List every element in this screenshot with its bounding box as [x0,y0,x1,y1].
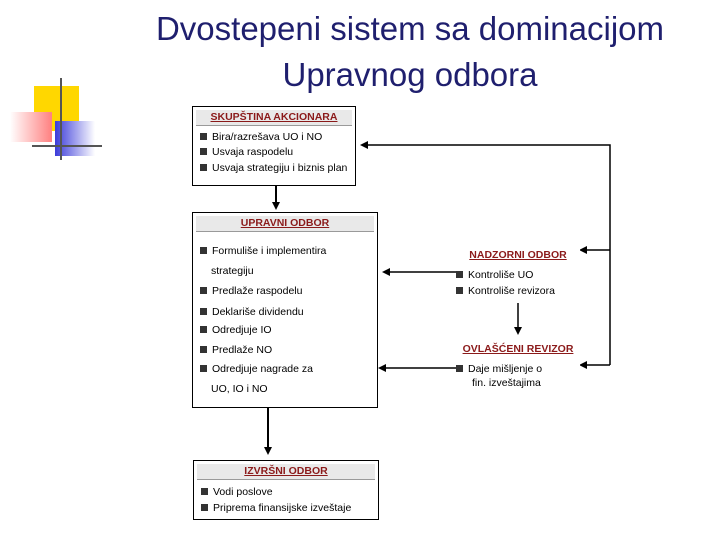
deco-pink-square [10,112,52,142]
ovlasceni-header: OVLAŠĆENI REVIZOR [462,343,574,355]
upravni-box: UPRAVNI ODBOR Formuliše i implementira s… [192,212,378,408]
skupstina-item: Usvaja raspodelu [200,146,293,159]
page-title: Dvostepeni sistem sa dominacijom Upravno… [100,6,720,98]
ovlasceni-box: OVLAŠĆENI REVIZOR Daje mišljenje o fin. … [456,337,580,395]
upravni-header: UPRAVNI ODBOR [196,216,374,232]
skupstina-item: Bira/razrešava UO i NO [200,131,322,144]
nadzorni-box: NADZORNI ODBOR Kontroliše UO Kontroliše … [456,240,580,303]
page-title-line1: Dvostepeni sistem sa dominacijom [155,10,665,47]
bullet-icon [201,504,208,511]
skupstina-box: SKUPŠTINA AKCIONARA Bira/razrešava UO i … [192,106,356,186]
bullet-icon [200,133,207,140]
upravni-item-continuation: UO, IO i NO [211,383,268,395]
upravni-item-continuation: strategiju [211,265,254,277]
page-title-line2: Upravnog odbora [282,56,538,93]
izvrsni-box: IZVRŠNI ODBOR Vodi poslove Priprema fina… [193,460,379,520]
bullet-icon [200,164,207,171]
bullet-icon [200,148,207,155]
bullet-icon [200,365,207,372]
ovlasceni-item-continuation: fin. izveštajima [472,377,541,389]
nadzorni-header: NADZORNI ODBOR [469,249,567,261]
bullet-icon [200,308,207,315]
bullet-icon [200,346,207,353]
bullet-icon [200,326,207,333]
bullet-icon [456,365,463,372]
upravni-item: Odredjuje IO [200,324,272,337]
bullet-icon [200,247,207,254]
izvrsni-header: IZVRŠNI ODBOR [197,464,375,480]
skupstina-header: SKUPŠTINA AKCIONARA [196,110,352,126]
arrow-loop-to-skupstina [360,141,611,365]
izvrsni-item: Priprema finansijske izveštaje [201,502,351,515]
ovlasceni-item: Daje mišljenje o [456,363,542,376]
izvrsni-item: Vodi poslove [201,486,273,499]
skupstina-item: Usvaja strategiju i biznis plan [200,162,347,175]
upravni-item: Formuliše i implementira [200,245,326,258]
upravni-item: Predlaže NO [200,344,272,357]
deco-horizontal-line [32,145,102,147]
bullet-icon [456,287,463,294]
bullet-icon [201,488,208,495]
bullet-icon [456,271,463,278]
bullet-icon [200,287,207,294]
upravni-item: Deklariše dividendu [200,306,304,319]
nadzorni-item: Kontroliše UO [456,269,533,282]
deco-vertical-line [60,78,62,160]
upravni-item: Predlaže raspodelu [200,285,302,298]
nadzorni-item: Kontroliše revizora [456,285,555,298]
upravni-item: Odredjuje nagrade za [200,363,313,376]
